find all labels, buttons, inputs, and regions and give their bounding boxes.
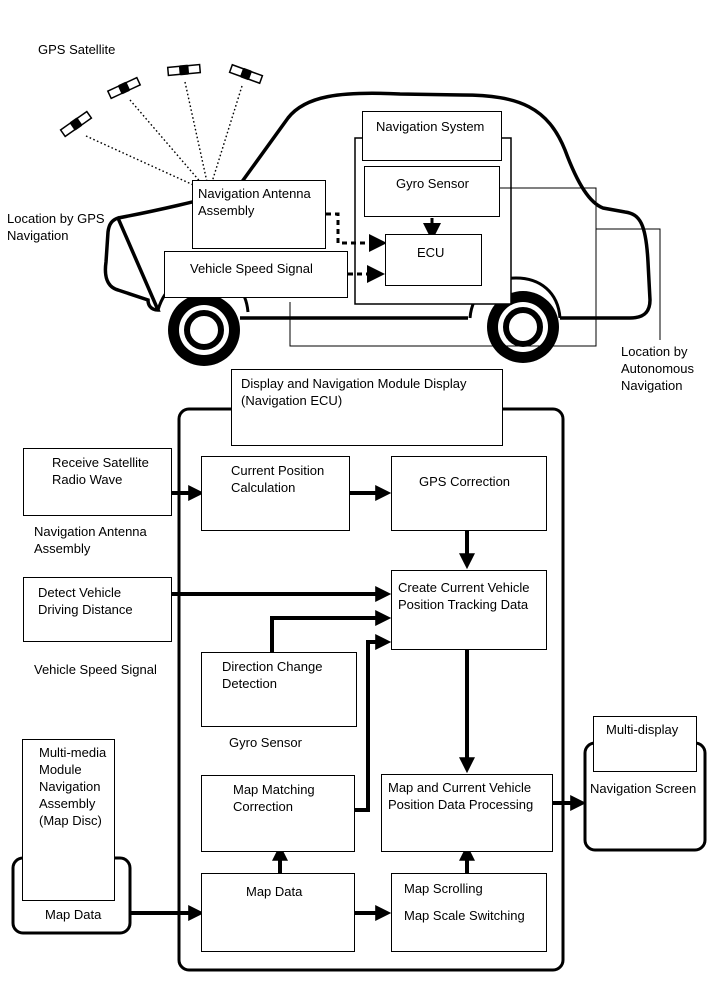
receive-satellite-label: Receive Satellite Radio Wave (52, 455, 149, 487)
multimedia-module-box: Multi-media Module Navigation Assembly (… (22, 739, 115, 901)
vehicle-speed-signal-box: Vehicle Speed Signal (164, 251, 348, 298)
current-position-label: Current Position Calculation (231, 463, 325, 495)
radio-wave-beams (85, 81, 243, 189)
create-tracking-label: Create Current Vehicle Position Tracking… (398, 580, 530, 612)
flow-arrows (130, 485, 587, 921)
speed-signal-caption: Vehicle Speed Signal (34, 662, 157, 677)
antenna-assembly-box: Navigation Antenna Assembly (192, 180, 326, 249)
satellite-icon (228, 63, 264, 85)
navigation-screen-label: Navigation Screen (590, 781, 697, 796)
detect-distance-box: Detect Vehicle Driving Distance (23, 577, 172, 642)
antenna-assembly-label: Navigation Antenna Assembly (198, 186, 311, 218)
multi-display-box: Multi-display (593, 716, 697, 772)
map-scrolling-box: Map Scrolling Map Scale Switching (391, 873, 547, 952)
rear-wheel (487, 291, 559, 363)
multimedia-label: Multi-media Module Navigation Assembly (… (39, 745, 107, 828)
map-data-label: Map Data (246, 884, 303, 899)
car-arrows (326, 212, 441, 283)
direction-change-label: Direction Change Detection (222, 659, 323, 691)
antenna-caption: Navigation Antenna Assembly (34, 524, 147, 556)
satellite-icon (59, 110, 93, 138)
map-data-caption: Map Data (45, 907, 102, 922)
detect-distance-label: Detect Vehicle Driving Distance (38, 585, 133, 617)
direction-change-box: Direction Change Detection (201, 652, 357, 727)
navigation-system-box: Navigation System (362, 111, 502, 161)
gyro-sensor-label: Gyro Sensor (396, 176, 469, 191)
map-processing-box: Map and Current Vehicle Position Data Pr… (381, 774, 553, 852)
location-by-gps-label: Location by GPS Navigation (7, 211, 105, 243)
gps-correction-label: GPS Correction (419, 474, 511, 489)
location-by-autonomous-label: Location by Autonomous Navigation (621, 344, 694, 393)
leader-lines (289, 187, 661, 347)
front-wheel (168, 294, 240, 366)
satellite-icon (106, 76, 142, 100)
ecu-label: ECU (417, 245, 445, 260)
gps-satellite-label: GPS Satellite (38, 42, 116, 57)
map-data-box: Map Data (201, 873, 355, 952)
module-title-box: Display and Navigation Module Display (N… (231, 369, 503, 446)
map-processing-label: Map and Current Vehicle Position Data Pr… (388, 780, 534, 812)
map-scale-switching-label: Map Scale Switching (404, 908, 525, 923)
map-scrolling-label: Map Scrolling (404, 881, 483, 896)
ecu-box: ECU (385, 234, 482, 286)
create-tracking-box: Create Current Vehicle Position Tracking… (391, 570, 547, 650)
current-position-box: Current Position Calculation (201, 456, 350, 531)
navigation-system-label: Navigation System (376, 119, 485, 134)
satellite-icon (166, 63, 202, 77)
map-matching-label: Map Matching Correction (233, 782, 315, 814)
gyro-sensor-box: Gyro Sensor (364, 166, 500, 217)
vehicle-speed-signal-label: Vehicle Speed Signal (190, 261, 313, 276)
multi-display-label: Multi-display (606, 722, 679, 737)
module-title: Display and Navigation Module Display (N… (241, 376, 467, 408)
gps-correction-box: GPS Correction (391, 456, 547, 531)
map-matching-box: Map Matching Correction (201, 775, 355, 852)
receive-satellite-box: Receive Satellite Radio Wave (23, 448, 172, 516)
gyro-caption: Gyro Sensor (229, 735, 302, 750)
